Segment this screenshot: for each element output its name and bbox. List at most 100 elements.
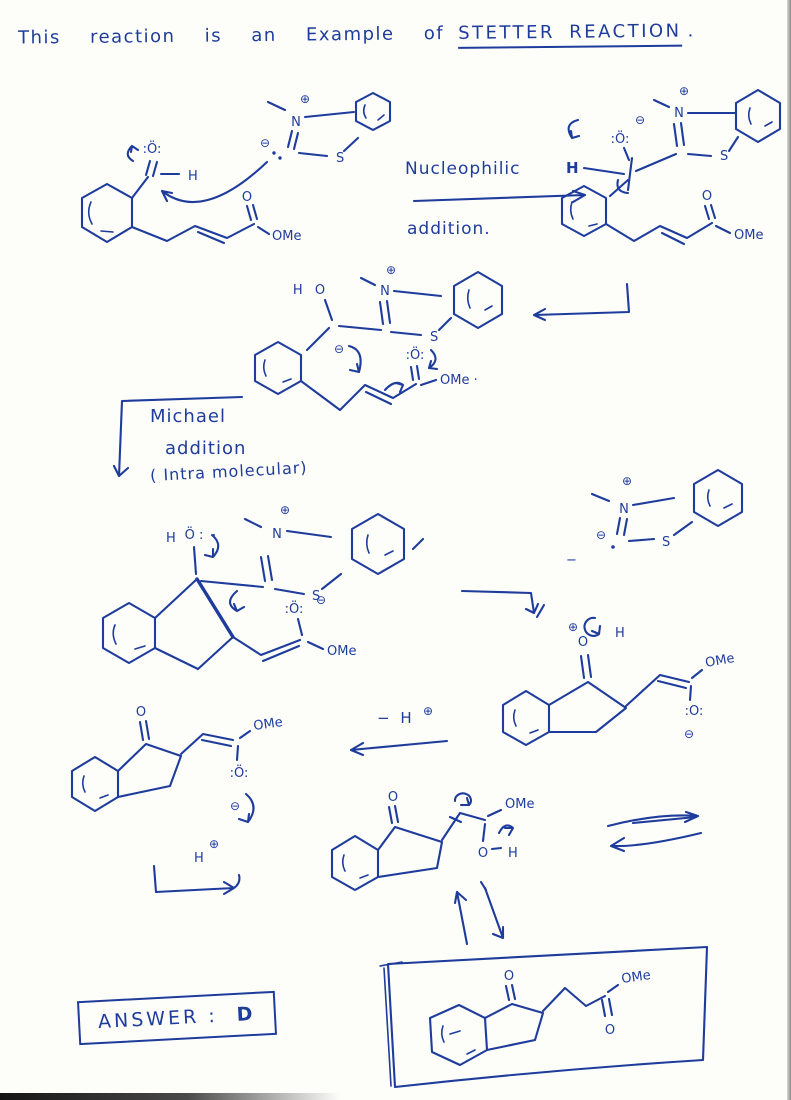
charge-plus: ⊕ xyxy=(423,704,433,718)
step-label-line1: Nucleophilic xyxy=(405,159,521,179)
label-n: N xyxy=(380,284,390,299)
curved-arrow-protonation xyxy=(237,792,255,824)
label-ome: OMe · xyxy=(440,373,478,388)
structure-leaving-thiazolium-carbene: − ⊖ N ⊕ S xyxy=(566,468,744,568)
lone-pair-o-label: :O: xyxy=(685,704,704,719)
label-n: N xyxy=(674,106,684,121)
label-s: S xyxy=(430,330,438,345)
reaction-arrow-nucleophilic-addition: Nucleophilic addition. xyxy=(405,159,587,239)
reaction-arrow-deprotonation: − H ⊕ xyxy=(349,704,449,757)
label-ome: OMe xyxy=(734,228,763,243)
equilibrium-arrows-vertical xyxy=(453,880,505,946)
label-h: H xyxy=(188,169,198,184)
charge-minus: ⊖ xyxy=(260,136,270,150)
step-label-michael: Michael xyxy=(150,406,226,427)
title-period: . xyxy=(687,20,695,42)
charge-plus: ⊕ xyxy=(568,620,578,634)
arrow xyxy=(606,810,703,853)
title-prefix: This reaction is an Example of xyxy=(17,23,445,49)
proton-source-oh: ⊕ O H xyxy=(568,616,625,650)
atom-labels: O OMe O xyxy=(504,968,652,1038)
charge-minus: ⊖ xyxy=(635,113,645,127)
curved-arrow-proton-transfer xyxy=(583,616,602,637)
elbow-arrow-forward xyxy=(152,864,241,896)
atom-labels: H O ⊖ N ⊕ S :Ö: OMe · xyxy=(293,263,478,388)
atom-labels: ⊕ O H xyxy=(568,620,625,650)
step-label-addition: addition xyxy=(165,438,247,459)
answer-value: D xyxy=(236,1002,257,1026)
label-carbonyl-o: O xyxy=(605,1023,615,1038)
arrow xyxy=(453,880,505,946)
structure-step1-aldehyde-thiazolium-ylide: :Ö: H O OMe N ⊕ ⊖ S xyxy=(80,91,392,245)
charge-plus: ⊕ xyxy=(386,263,396,277)
page-title: This reaction is an Example of STETTER RE… xyxy=(17,20,695,49)
minus-sign: − xyxy=(566,553,577,568)
label-ome: OMe xyxy=(620,968,651,987)
curved-arrows xyxy=(203,533,246,613)
label-n: N xyxy=(291,115,301,130)
lone-pair-o-label: :Ö: xyxy=(611,130,630,147)
charge-plus: ⊕ xyxy=(679,84,689,98)
lone-pair-o-label: :Ö: xyxy=(406,346,425,363)
label-o: O xyxy=(578,635,588,650)
bonds xyxy=(428,983,620,1067)
label-n: N xyxy=(619,502,629,517)
curved-arrow-ylide-attack xyxy=(160,160,269,204)
lone-pair-o-label: :Ö: xyxy=(230,764,249,781)
label-s: S xyxy=(336,151,344,166)
bonds xyxy=(80,91,392,245)
arrow xyxy=(112,395,244,478)
bonds xyxy=(560,88,782,246)
connector-arrow-to-breslow xyxy=(532,282,631,322)
arrow xyxy=(349,739,449,757)
bonds xyxy=(330,804,503,892)
charge-minus: ⊖ xyxy=(334,342,344,356)
structure-step7-tautomer: O OMe O H xyxy=(330,790,535,892)
structure-final-product-boxed: O OMe O xyxy=(379,945,709,1089)
atom-labels: H Ö : N ⊕ S :Ö: ⊖ OMe xyxy=(166,503,356,659)
atom-labels: O OMe O H xyxy=(388,790,535,861)
label-o: O xyxy=(702,189,712,204)
label-h: H xyxy=(166,531,176,546)
label-h: H xyxy=(566,159,579,177)
label-h: H xyxy=(194,851,204,866)
label-o: O xyxy=(504,969,514,984)
label-h: H xyxy=(615,626,625,641)
connector-arrow-to-enolate xyxy=(460,589,546,619)
charge-minus: ⊖ xyxy=(596,528,606,542)
charge-minus: ⊖ xyxy=(684,727,694,741)
bonds xyxy=(501,653,704,747)
answer-label: ANSWER : xyxy=(97,1004,219,1034)
bonds xyxy=(70,719,252,813)
structure-step5-enol-enolate: OMe :O: ⊖ xyxy=(501,651,736,747)
lone-pair-enolate-o: :Ö: xyxy=(285,600,304,617)
label-o: O xyxy=(242,190,252,205)
arrow xyxy=(532,282,631,322)
label-ome: OMe xyxy=(704,651,736,671)
bonds xyxy=(101,512,425,671)
label-ome: OMe xyxy=(327,644,356,659)
label-s: S xyxy=(312,589,320,604)
label-ome: OMe xyxy=(505,797,534,812)
atom-labels: OMe :O: ⊖ xyxy=(684,651,736,741)
charge-plus: ⊕ xyxy=(300,92,310,106)
title-highlight: STETTER REACTION xyxy=(458,20,682,49)
atom-labels: :Ö: H O OMe N ⊕ ⊖ S xyxy=(143,92,345,244)
scan-edge-bottom xyxy=(0,1093,340,1100)
structure-step2-alkoxide-adduct: :Ö: ⊖ H N ⊕ S O OMe xyxy=(560,84,782,246)
bonds xyxy=(590,468,744,549)
equilibrium-arrows xyxy=(606,810,703,853)
structure-step4-cyclised-intermediate: H Ö : N ⊕ S :Ö: ⊖ OMe xyxy=(101,503,425,671)
charge-minus: ⊖ xyxy=(230,799,240,813)
label-o: O xyxy=(136,705,146,720)
curved-arrows xyxy=(567,118,630,195)
step-label-line2: addition. xyxy=(407,219,491,239)
charge-plus: ⊕ xyxy=(209,837,219,851)
label-h-of-oh: H xyxy=(508,846,518,861)
connector-arrow-michael-addition xyxy=(112,395,244,478)
label-s: S xyxy=(662,535,670,550)
answer-box: ANSWER : D xyxy=(76,990,277,1046)
bonds xyxy=(253,270,504,412)
charge-plus: ⊕ xyxy=(622,474,632,488)
